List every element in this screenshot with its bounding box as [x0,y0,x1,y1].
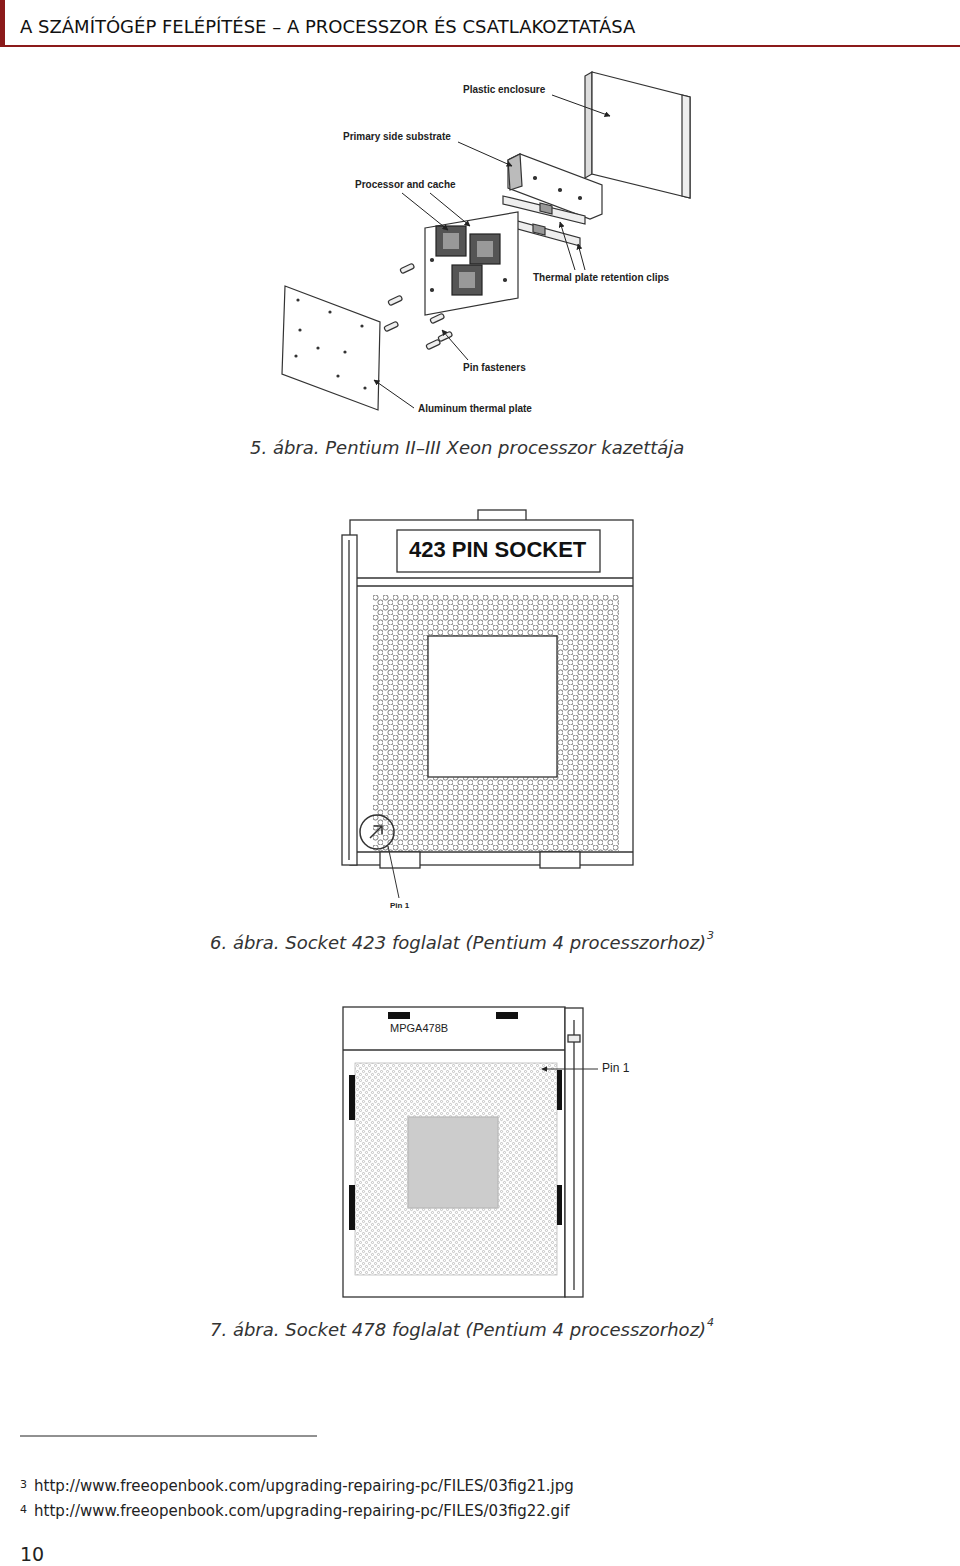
header-rule [0,0,960,46]
footnote-number: 4 [20,1503,27,1516]
part-label: Processor and cache [355,179,456,191]
figure-caption: 5. ábra. Pentium II–III Xeon processzor … [250,437,684,459]
footnote-rule [20,1436,317,1437]
xeon-cartridge-illustration [282,72,690,410]
page-header: A SZÁMÍTÓGÉP FELÉPÍTÉSE – A PROCESSZOR É… [20,16,635,38]
part-label: Plastic enclosure [463,84,545,96]
footnote-url: http://www.freeopenbook.com/upgrading-re… [34,1502,570,1520]
footnote-number: 3 [20,1478,27,1491]
part-label: Pin fasteners [463,362,526,374]
socket-478-illustration [343,1007,598,1297]
pin-label: Pin 1 [602,1061,629,1075]
footnote-ref: 3 [707,929,714,942]
footnote-ref: 4 [707,1316,714,1329]
socket-423-illustration [342,510,633,898]
part-label: Thermal plate retention clips [533,272,669,284]
footnote-url: http://www.freeopenbook.com/upgrading-re… [34,1477,574,1495]
socket-name: MPGA478B [390,1022,448,1035]
part-label: Primary side substrate [343,131,451,143]
pin-label: Pin 1 [390,901,409,911]
figure-caption: 6. ábra. Socket 423 foglalat (Pentium 4 … [210,932,706,954]
page-number: 10 [20,1543,44,1566]
figure-caption: 7. ábra. Socket 478 foglalat (Pentium 4 … [210,1319,706,1341]
part-label: Aluminum thermal plate [418,403,532,415]
socket-name: 423 PIN SOCKET [409,537,586,563]
